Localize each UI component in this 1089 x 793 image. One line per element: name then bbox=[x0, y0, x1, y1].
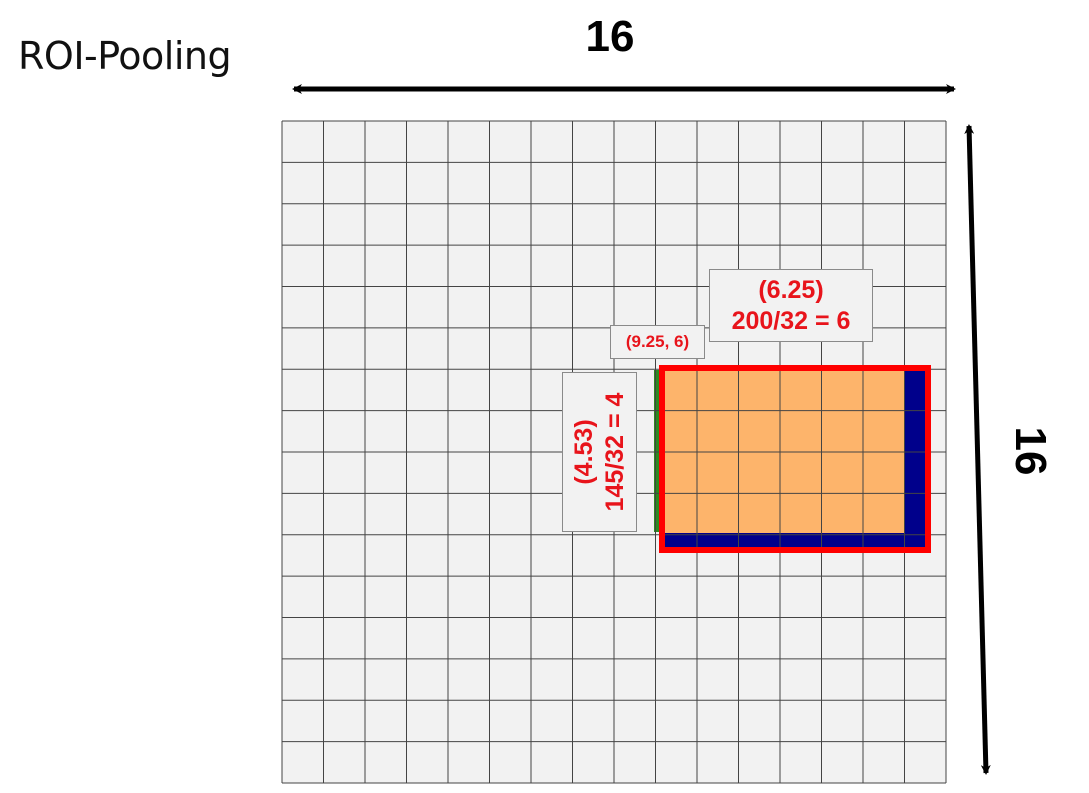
roi-border bbox=[659, 365, 931, 553]
feature-map-height-label: 16 bbox=[1006, 426, 1055, 476]
roi-height-annotation: (4.53) 145/32 = 4 bbox=[562, 372, 637, 532]
roi-corner-annotation: (9.25, 6) bbox=[610, 325, 705, 359]
roi-width-raw: (6.25) bbox=[758, 276, 824, 304]
height-arrow bbox=[964, 124, 991, 775]
feature-map-width-label: 16 bbox=[585, 12, 635, 61]
diagram-title: ROI-Pooling bbox=[18, 34, 232, 78]
quantization-gain-left bbox=[654, 370, 662, 532]
roi-corner-label: (9.25, 6) bbox=[625, 332, 690, 351]
roi-width-quantized: 200/32 = 6 bbox=[731, 307, 851, 335]
roi-region bbox=[664, 370, 926, 548]
roi-height-raw: (4.53) bbox=[569, 419, 598, 485]
roi-height-quantized: 145/32 = 4 bbox=[600, 392, 629, 512]
quantization-loss-right bbox=[904, 370, 926, 548]
quantization-loss-bottom bbox=[664, 533, 926, 548]
roi-width-annotation: (6.25) 200/32 = 6 bbox=[709, 269, 873, 342]
